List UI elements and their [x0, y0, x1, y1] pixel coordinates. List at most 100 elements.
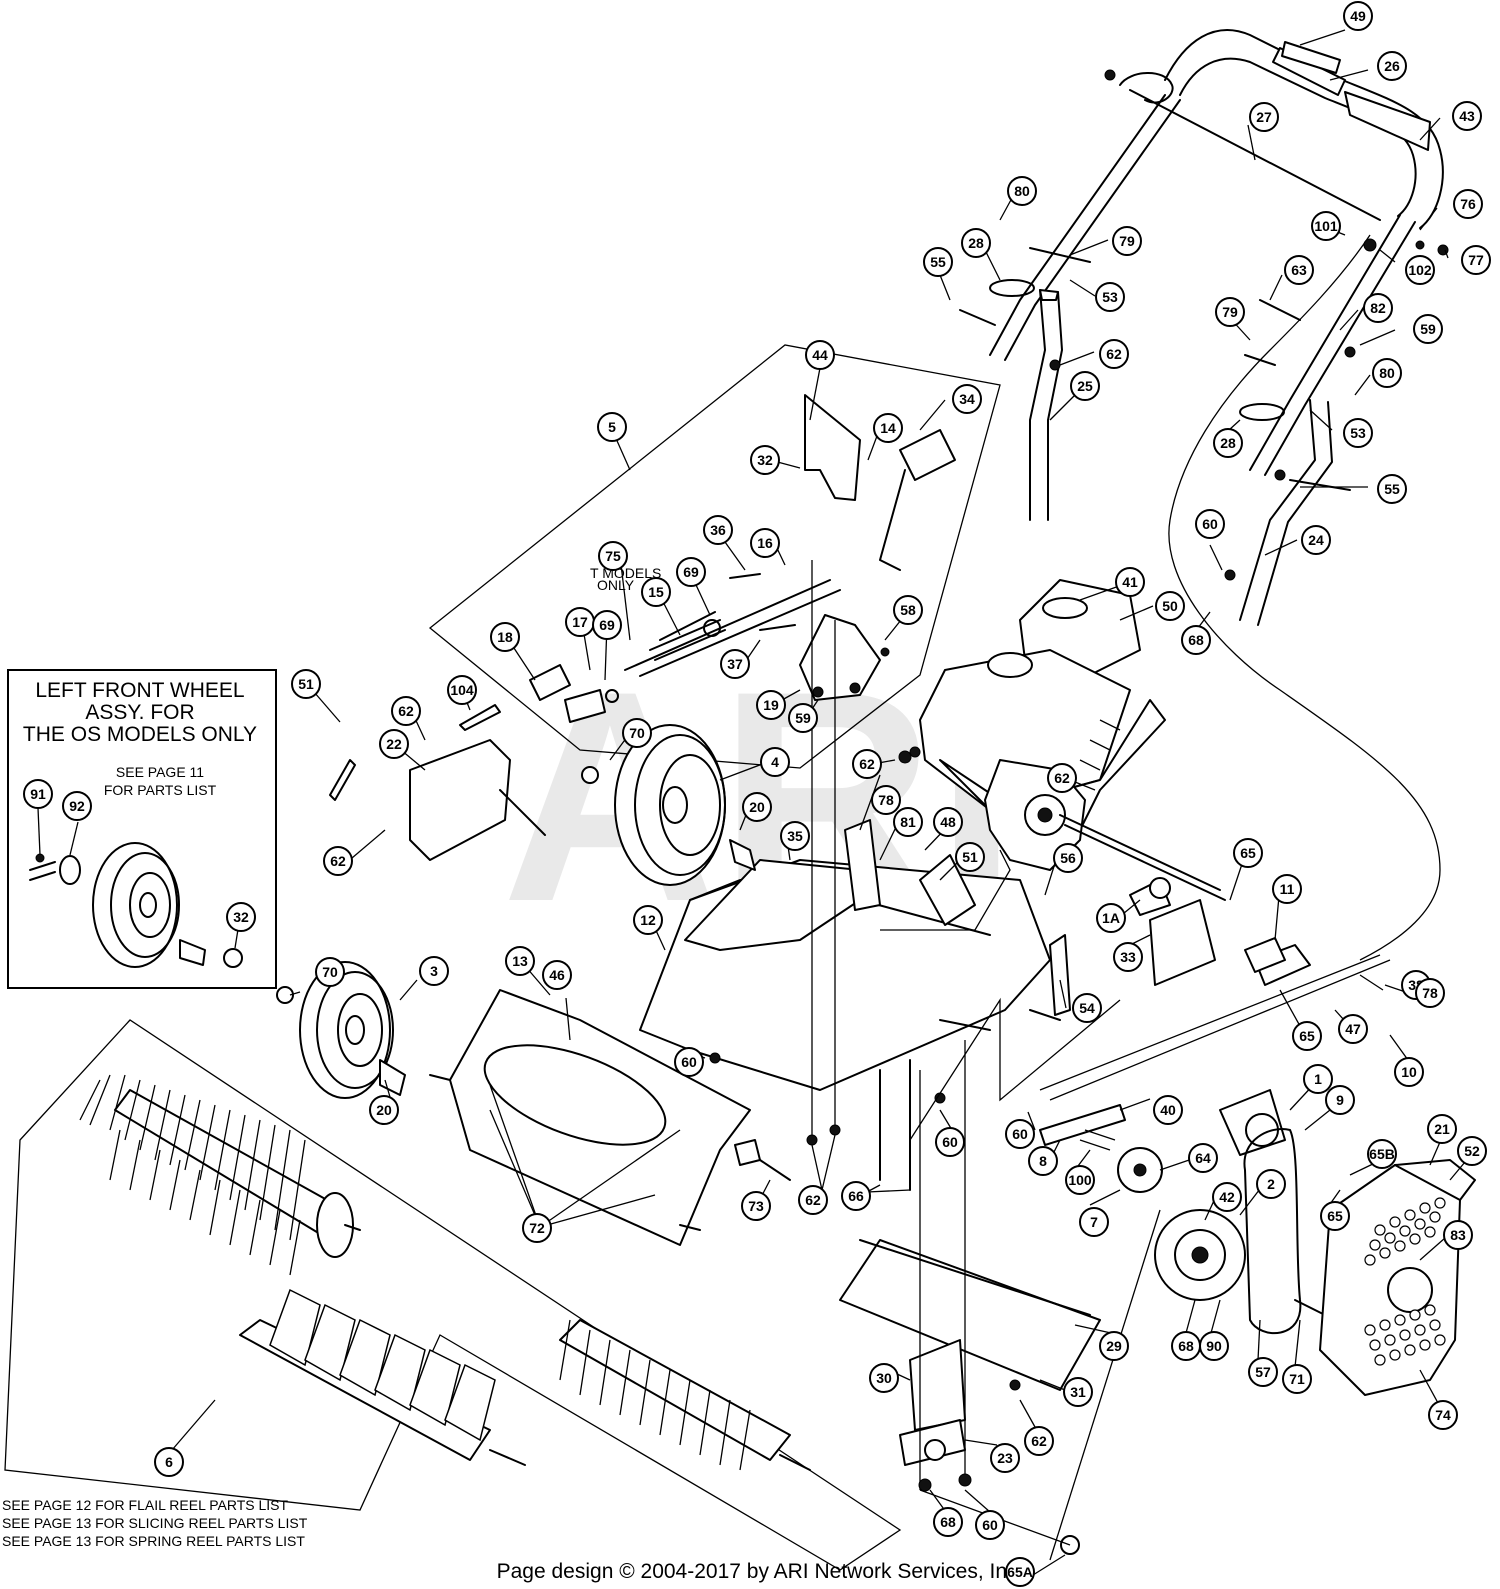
callout-number: 25 [1070, 371, 1100, 401]
callout-number: 68 [933, 1507, 963, 1537]
callout-label: 40 [1160, 1102, 1176, 1118]
callout-number: 53 [1343, 418, 1373, 448]
callout-label: 31 [1070, 1384, 1086, 1400]
callout-74 [505, 946, 535, 976]
callout-106 [1024, 1426, 1054, 1456]
callout-72 [315, 957, 345, 987]
callout-label: 5 [608, 419, 616, 435]
callout-79 [369, 1095, 399, 1125]
callout-number: 65A [1005, 1557, 1035, 1587]
inset-title-line1: LEFT FRONT WHEEL [35, 679, 244, 702]
callout-number: 65 [1292, 1021, 1322, 1051]
callout-9 [1405, 255, 1435, 285]
callout-label: 69 [683, 564, 699, 580]
callout-4 [1007, 176, 1037, 206]
callout-number: 104 [447, 675, 477, 705]
callout-58 [780, 821, 810, 851]
callout-label: 64 [1195, 1150, 1211, 1166]
callout-label: 55 [930, 254, 946, 270]
callout-label: 60 [681, 1054, 697, 1070]
callout-number: 73 [741, 1191, 771, 1221]
callout-103 [1099, 1331, 1129, 1361]
callout-number: 74 [1428, 1400, 1458, 1430]
callout-label: 68 [1178, 1338, 1194, 1354]
callout-number: 83 [1443, 1220, 1473, 1250]
callout-11 [923, 247, 953, 277]
callout-82 [1028, 1146, 1058, 1176]
callout-28 [703, 515, 733, 545]
handle-grip-lower [1344, 91, 1431, 151]
callout-number: 69 [592, 610, 622, 640]
callout-110 [975, 1510, 1005, 1540]
callout-label: 62 [1031, 1433, 1047, 1449]
wheel-3 [299, 961, 406, 1099]
callout-label: 22 [386, 736, 402, 752]
callout-number: 92 [62, 791, 92, 821]
callout-93 [522, 1213, 552, 1243]
callout-43 [756, 690, 786, 720]
callout-label: 59 [1420, 321, 1436, 337]
callout-number: 3 [419, 956, 449, 986]
callout-label: 80 [1379, 365, 1395, 381]
callout-label: 35 [787, 828, 803, 844]
callout-label: 15 [648, 584, 664, 600]
callout-number: 1 [1303, 1064, 1333, 1094]
callout-label: 62 [1054, 770, 1070, 786]
callout-number: 58 [893, 595, 923, 625]
callout-label: 77 [1468, 252, 1484, 268]
callout-label: 62 [1106, 346, 1122, 362]
callout-number: 79 [1112, 226, 1142, 256]
callout-number: 62 [852, 749, 882, 779]
callout-number: 62 [323, 846, 353, 876]
callout-94 [798, 1185, 828, 1215]
callout-number: 62 [391, 696, 421, 726]
callout-number: 59 [788, 703, 818, 733]
callout-41 [592, 610, 622, 640]
callout-label: 1 [1314, 1071, 1322, 1087]
callout-number: 62 [1024, 1426, 1054, 1456]
callout-59 [1233, 838, 1263, 868]
callout-label: 73 [748, 1198, 764, 1214]
callout-number: 29 [1099, 1331, 1129, 1361]
callout-37 [1115, 567, 1145, 597]
callout-label: 14 [880, 420, 896, 436]
callout-number: 60 [935, 1127, 965, 1157]
callout-number: 28 [961, 228, 991, 258]
callout-number: 2 [1256, 1169, 1286, 1199]
callout-number: 44 [805, 340, 835, 370]
callout-number: 23 [990, 1443, 1020, 1473]
callout-95 [841, 1181, 871, 1211]
callout-number: 40 [1153, 1095, 1183, 1125]
callout-54 [871, 785, 901, 815]
callout-number: 82 [1363, 293, 1393, 323]
callout-81 [1005, 1119, 1035, 1149]
callout-19 [1372, 358, 1402, 388]
callout-label: 55 [1384, 481, 1400, 497]
callout-label: 72 [529, 1220, 545, 1236]
callout-label: 33 [1120, 949, 1136, 965]
callout-label: 28 [1220, 435, 1236, 451]
callout-77 [1303, 1064, 1333, 1094]
callout-27 [750, 445, 780, 475]
callout-label: 51 [298, 676, 314, 692]
callout-label: 37 [727, 656, 743, 672]
callout-20 [1213, 428, 1243, 458]
callout-number: 100 [1065, 1165, 1095, 1195]
callout-number: 31 [1063, 1377, 1093, 1407]
callout-number: 51 [291, 669, 321, 699]
callout-label: 78 [878, 792, 894, 808]
callout-label: 4 [771, 754, 779, 770]
callout-42 [720, 649, 750, 679]
callout-number: 43 [1452, 101, 1482, 131]
callout-label: 100 [1068, 1172, 1092, 1188]
inset-see-line1: SEE PAGE 11 [116, 764, 204, 780]
callout-number: 62 [1047, 763, 1077, 793]
callout-number: 32 [750, 445, 780, 475]
callout-number: 59 [1413, 314, 1443, 344]
inset-title-line2: ASSY. FOR [85, 701, 194, 724]
handle-assembly [959, 29, 1449, 961]
callout-31 [676, 557, 706, 587]
callout-number: 16 [750, 528, 780, 558]
callout-number: 68 [1181, 625, 1211, 655]
callout-number: 8 [1028, 1146, 1058, 1176]
